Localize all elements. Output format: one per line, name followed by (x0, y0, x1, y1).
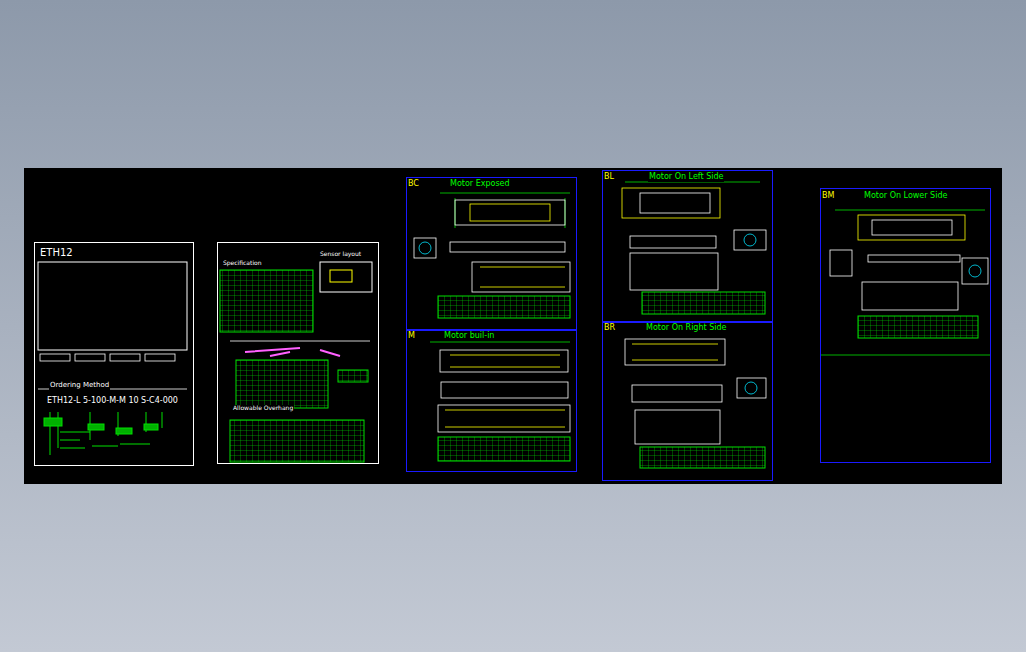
drawing-sheet: ETH12Ordering Method (34, 242, 194, 466)
drawing-sheet: BM Motor On Lower Side (820, 188, 991, 463)
sheet-heading: BM (821, 192, 835, 201)
sheet-text: Motor On Left Side (648, 173, 724, 182)
sheet-text: Sensor layout (319, 251, 362, 258)
sheet-text: Motor On Lower Side (863, 192, 948, 201)
sheet-heading: M (407, 332, 416, 341)
drawing-sheet: BL Motor On Left Side (602, 170, 773, 322)
sheet-heading: BR (603, 324, 616, 333)
sheet-text: Motor Exposed (449, 180, 511, 189)
sheet-heading: BL (603, 173, 615, 182)
drawing-sheet: Specification Sensor layoutAllowable Over… (217, 242, 379, 464)
sheet-heading: Specification (222, 260, 263, 267)
sheet-text: Motor buil-in (443, 332, 495, 341)
sheet-heading: BC (407, 180, 420, 189)
drawing-sheet: BR Motor On Right Side (602, 322, 773, 481)
order-code: ETH12-L 5-100-M-M 10 S-C4-000 (46, 397, 179, 406)
sheet-text: Ordering Method (49, 382, 110, 390)
drawing-sheet: M Motor buil-in (406, 330, 577, 472)
sheet-heading: ETH12 (39, 247, 74, 258)
sheet-text: Allowable Overhang (232, 405, 294, 412)
drawing-sheet: BC Motor Exposed (406, 177, 577, 330)
sheet-text: Motor On Right Side (645, 324, 727, 333)
